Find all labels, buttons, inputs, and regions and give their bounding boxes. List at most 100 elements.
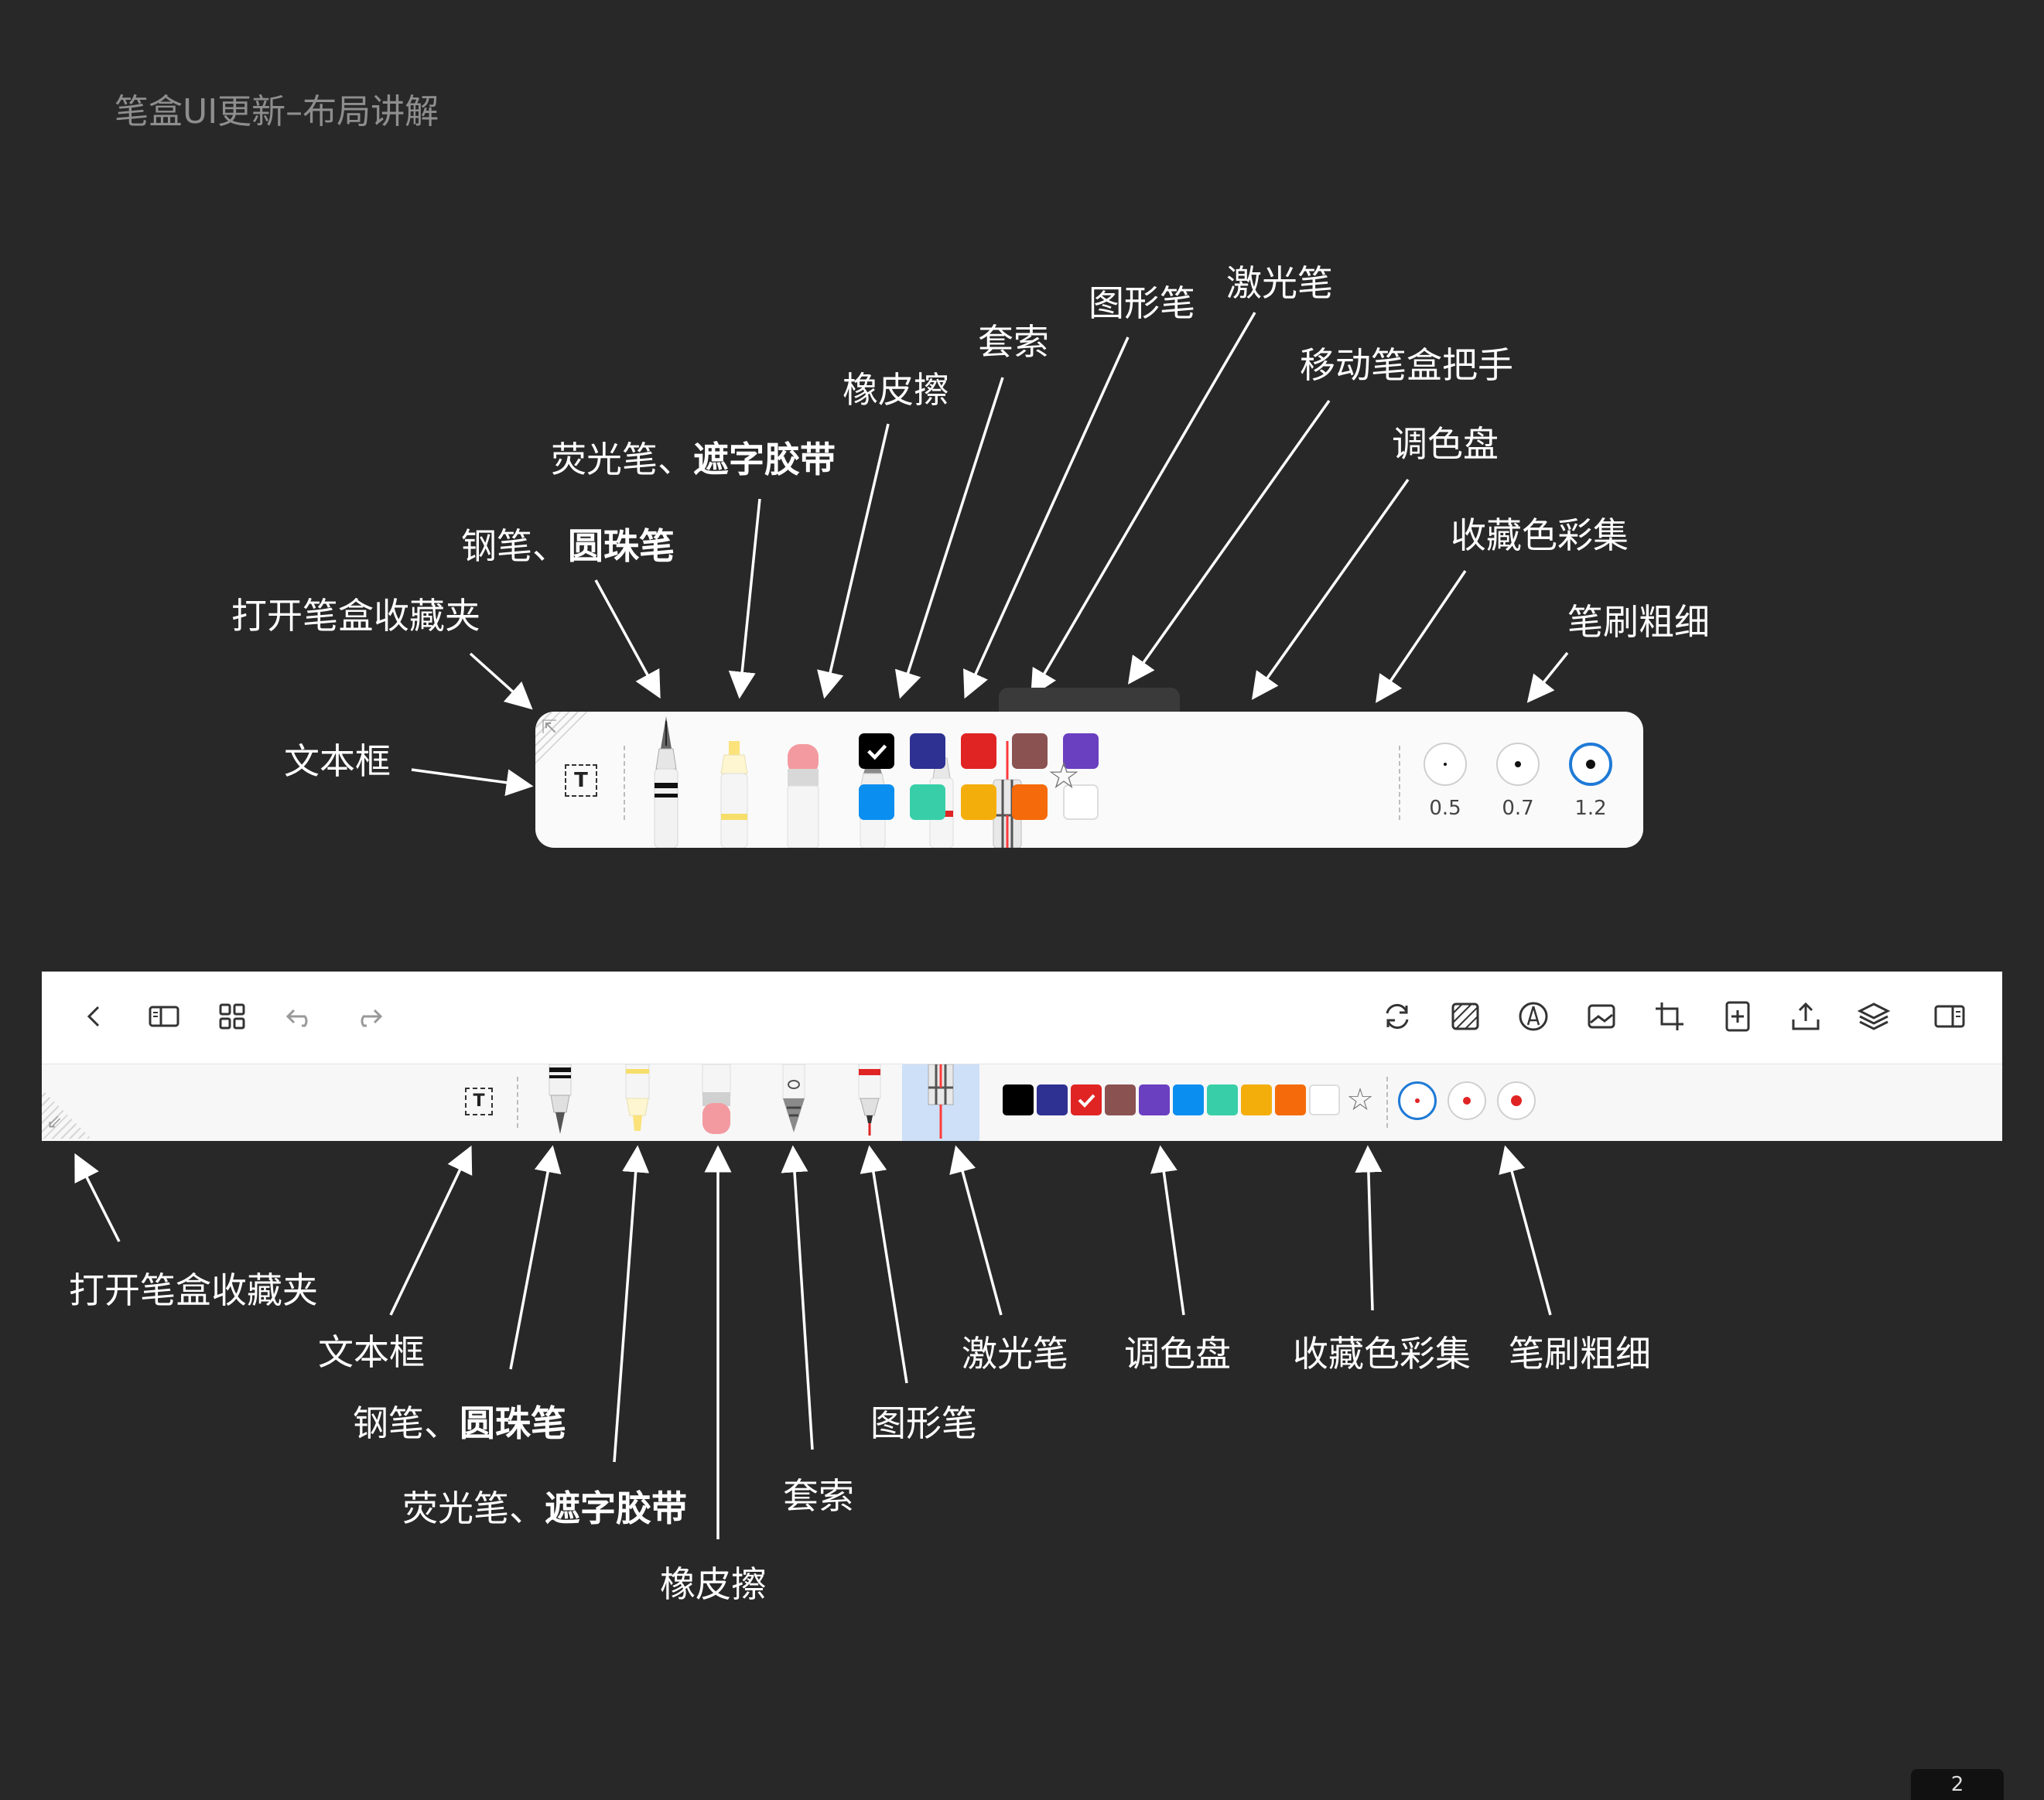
callout-bottom-palette: 调色盘: [1124, 1333, 1231, 1375]
color-swatch[interactable]: [1241, 1084, 1272, 1115]
color-swatch[interactable]: [1012, 784, 1048, 820]
brush-size-dot: [1415, 1098, 1420, 1103]
arrow-top-fountain-pen: [594, 579, 661, 699]
highlighter-tool[interactable]: [715, 739, 754, 848]
brush-size-option[interactable]: [1569, 743, 1612, 786]
color-swatch[interactable]: [1003, 1084, 1034, 1115]
slide-title: 笔盒UI更新–布局讲解: [115, 92, 439, 131]
arrow-bottom-palette: [1150, 1145, 1185, 1316]
divider: [517, 1077, 518, 1128]
arrow-bottom-laser-pen: [949, 1145, 1003, 1316]
color-swatch[interactable]: [910, 784, 945, 820]
eraser-tool[interactable]: [783, 743, 823, 848]
callout-top-palette: 调色盘: [1392, 423, 1499, 465]
color-swatch[interactable]: [1063, 733, 1099, 769]
color-swatch[interactable]: [961, 733, 996, 769]
pattern-icon[interactable]: [1448, 999, 1482, 1033]
arrow-bottom-open-favorites: [74, 1153, 121, 1242]
callout-top-textbox: 文本框: [284, 740, 391, 782]
arrow-top-palette: [1251, 478, 1410, 700]
brush-size-option[interactable]: [1398, 1081, 1437, 1120]
color-swatch[interactable]: [1037, 1084, 1068, 1115]
laser-pen-tool[interactable]: [924, 1064, 958, 1139]
callout-bottom-fountain-pen: 钢笔、圆珠笔: [353, 1402, 566, 1444]
color-swatch[interactable]: [1012, 733, 1048, 769]
brush-size-dot: [1444, 763, 1447, 766]
arrow-bottom-textbox: [389, 1145, 473, 1316]
color-swatch[interactable]: [1071, 1084, 1102, 1115]
color-swatch[interactable]: [961, 784, 996, 820]
color-swatch[interactable]: [1173, 1084, 1204, 1115]
brush-size-dot: [1515, 761, 1521, 767]
brush-size-option[interactable]: [1424, 743, 1467, 786]
textbox-tool-icon[interactable]: T: [565, 764, 597, 797]
toolbar-top-row: [42, 972, 2002, 1063]
arrow-top-move-handle: [1127, 399, 1331, 685]
fountain-pen-tool[interactable]: [545, 1064, 576, 1136]
shape-pen-icon: [858, 1064, 881, 1136]
arrow-bottom-highlighter: [613, 1145, 650, 1463]
color-swatch[interactable]: [859, 733, 894, 769]
highlighter-icon: [625, 1064, 650, 1131]
sync-icon[interactable]: [1380, 999, 1414, 1033]
callout-bottom-favorite-colors: 收藏色彩集: [1293, 1333, 1471, 1375]
color-swatch[interactable]: [1309, 1084, 1340, 1115]
sidebar-icon[interactable]: [147, 999, 181, 1033]
open-favorites-corner[interactable]: ⇙: [42, 1089, 91, 1139]
brush-size-option[interactable]: [1496, 743, 1540, 786]
expand-arrow-icon: ⇱: [542, 716, 558, 738]
lasso-icon: [782, 1064, 805, 1132]
export-icon[interactable]: [1789, 999, 1823, 1033]
shape-pen-tool[interactable]: [854, 1064, 885, 1136]
arrow-top-textbox: [411, 768, 534, 797]
color-swatch[interactable]: [1139, 1084, 1170, 1115]
arrow-top-open-favorites: [469, 652, 533, 710]
color-swatch[interactable]: [859, 784, 894, 820]
brush-size-option[interactable]: [1448, 1081, 1486, 1120]
brush-size-label: 0.7: [1502, 797, 1534, 820]
callout-top-laser-pen: 激光笔: [1226, 262, 1333, 304]
collapse-arrow-icon: ⇙: [46, 1111, 63, 1132]
panel-icon[interactable]: [1933, 999, 1967, 1033]
eraser-tool[interactable]: [699, 1064, 733, 1136]
open-favorites-corner[interactable]: ⇱: [535, 712, 591, 767]
callout-top-fountain-pen: 钢笔、圆珠笔: [461, 525, 675, 567]
brush-size-option[interactable]: [1497, 1081, 1536, 1120]
highlighter-tool[interactable]: [622, 1064, 653, 1136]
arrow-top-shape-pen: [963, 336, 1130, 699]
arrow-bottom-favorite-colors: [1355, 1145, 1383, 1311]
lasso-tool[interactable]: [777, 1064, 811, 1136]
layers-icon[interactable]: [1857, 999, 1891, 1033]
callout-top-open-favorites: 打开笔盒收藏夹: [231, 595, 480, 637]
divider: [1386, 1077, 1388, 1128]
back-icon[interactable]: [77, 999, 111, 1033]
eraser-icon: [702, 1064, 731, 1134]
brush-size-dot: [1511, 1095, 1522, 1106]
callout-top-highlighter: 荧光笔、遮字胶带: [551, 439, 836, 480]
textbox-tool-icon[interactable]: T: [465, 1088, 493, 1115]
arrow-top-lasso: [894, 377, 1004, 699]
arrow-top-brush-size: [1526, 651, 1569, 703]
callout-bottom-laser-pen: 激光笔: [962, 1333, 1068, 1375]
callout-top-shape-pen: 图形笔: [1089, 282, 1195, 324]
fountain-pen-tool[interactable]: [644, 715, 689, 848]
callout-bottom-textbox: 文本框: [318, 1331, 425, 1373]
divider: [624, 746, 625, 820]
color-swatch[interactable]: [1275, 1084, 1306, 1115]
undo-icon[interactable]: [283, 999, 317, 1033]
grid-icon[interactable]: [215, 999, 249, 1033]
redo-icon[interactable]: [351, 999, 385, 1033]
favorite-colors-star-icon[interactable]: ☆: [1047, 754, 1081, 798]
crop-icon[interactable]: [1653, 999, 1687, 1033]
favorite-colors-star-icon[interactable]: ☆: [1346, 1082, 1374, 1118]
page-number: 2: [1911, 1769, 2004, 1800]
image-icon[interactable]: [1584, 999, 1618, 1033]
add-page-icon[interactable]: [1721, 999, 1755, 1033]
color-swatch[interactable]: [910, 733, 945, 769]
pen-nib-icon[interactable]: [1516, 999, 1550, 1033]
laser-pen-icon: [928, 1064, 954, 1139]
color-swatch[interactable]: [1207, 1084, 1238, 1115]
color-swatch[interactable]: [1063, 784, 1099, 820]
color-swatch[interactable]: [1105, 1084, 1136, 1115]
